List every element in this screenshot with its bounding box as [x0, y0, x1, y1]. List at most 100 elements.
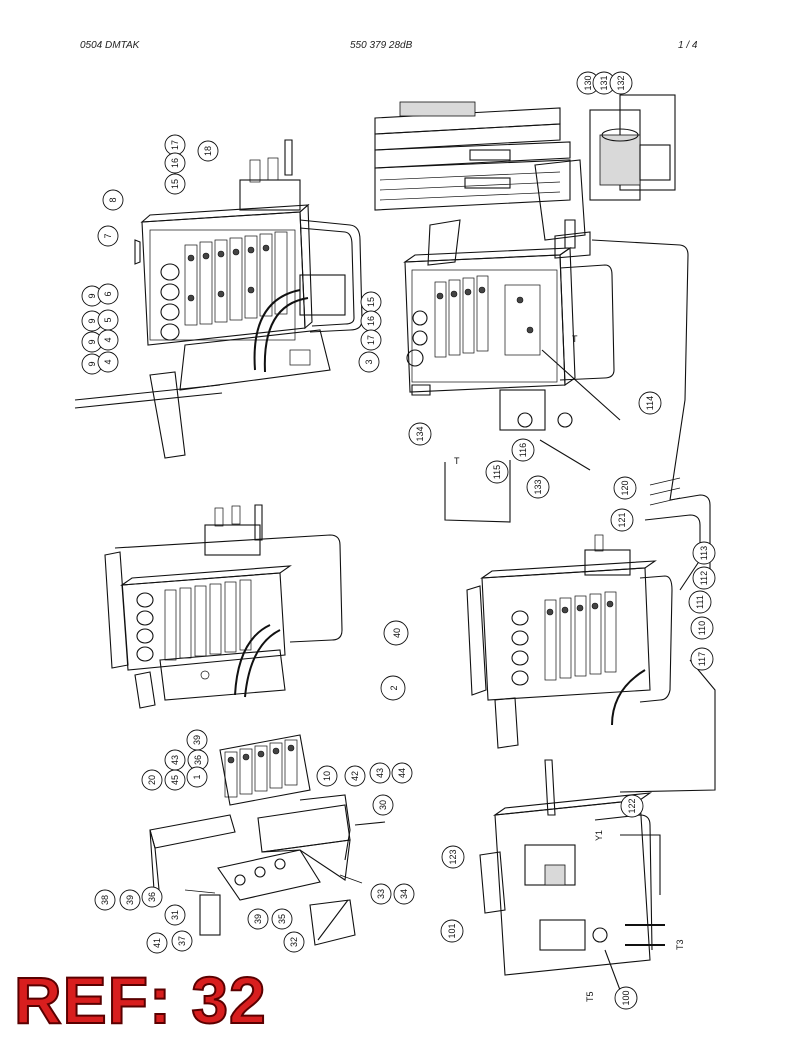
callout-number: 9 — [87, 361, 97, 366]
callout-balloon-32: 32 — [283, 931, 305, 953]
callout-balloon-112: 112 — [692, 566, 716, 590]
callout-circle — [197, 140, 219, 162]
mark-t1: T — [454, 456, 460, 466]
callout-circle — [440, 919, 464, 943]
assembly-valve-box-top-left — [74, 139, 363, 459]
callout-number: 110 — [697, 621, 707, 635]
callout-number: 43 — [170, 755, 180, 765]
callout-number: 134 — [415, 426, 425, 441]
callout-number: 2 — [389, 685, 399, 690]
callout-number: 121 — [617, 512, 627, 527]
assembly-beam-and-valve-box-top-right: T T — [374, 94, 689, 523]
callout-number: 131 — [599, 75, 609, 90]
assembly-valve-box-middle-right — [466, 477, 716, 793]
callout-balloon-15: 15 — [164, 173, 186, 195]
callout-circle — [164, 769, 186, 791]
callout-number: 39 — [253, 914, 263, 924]
callout-balloon-113: 113 — [692, 541, 716, 565]
callout-number: 4 — [103, 359, 113, 364]
callout-number: 31 — [170, 910, 180, 920]
callout-balloon-9: 9 — [81, 353, 103, 375]
callout-balloon-133: 133 — [526, 475, 550, 499]
callout-number: 18 — [203, 146, 213, 156]
callout-number: 9 — [87, 339, 97, 344]
callout-balloon-42: 42 — [344, 765, 366, 787]
callout-number: 15 — [170, 179, 180, 189]
callout-balloon-40: 40 — [383, 620, 409, 646]
callout-circle — [164, 904, 186, 926]
callout-balloon-39: 39 — [247, 908, 269, 930]
callout-circle — [119, 889, 141, 911]
callout-balloon-2: 2 — [380, 675, 406, 701]
callout-circle — [344, 765, 366, 787]
callout-number: 40 — [392, 628, 402, 638]
callout-balloon-101: 101 — [440, 919, 464, 943]
callout-circle — [360, 329, 382, 351]
callout-balloon-16: 16 — [360, 310, 382, 332]
callout-balloon-33: 33 — [370, 883, 392, 905]
callout-circle — [358, 351, 380, 373]
callout-circle — [102, 189, 124, 211]
callout-number: 39 — [125, 895, 135, 905]
callout-circle — [97, 351, 119, 373]
callout-number: 117 — [697, 652, 707, 666]
callout-balloon-100: 100 — [614, 986, 638, 1010]
callout-balloon-16: 16 — [164, 152, 186, 174]
callout-balloon-134: 134 — [408, 422, 432, 446]
callout-number: 111 — [695, 595, 705, 609]
callout-circle — [383, 620, 409, 646]
callout-circle — [186, 766, 208, 788]
callout-balloon-5: 5 — [97, 309, 119, 331]
callout-circle — [141, 886, 163, 908]
callout-number: 32 — [289, 937, 299, 947]
callout-number: 17 — [170, 140, 180, 150]
callout-number: 20 — [147, 775, 157, 785]
callout-balloon-132: 132 — [609, 71, 633, 95]
callout-balloon-1: 1 — [186, 766, 208, 788]
callout-circle — [511, 438, 535, 462]
callout-balloon-110: 110 — [690, 616, 714, 640]
callout-circle — [97, 329, 119, 351]
callout-balloon-17: 17 — [164, 134, 186, 156]
callout-circle — [690, 616, 714, 640]
callout-number: 101 — [447, 923, 457, 938]
callout-balloon-39: 39 — [186, 729, 208, 751]
callout-balloon-31: 31 — [164, 904, 186, 926]
callout-circle — [620, 794, 644, 818]
callout-circle — [171, 930, 193, 952]
callout-number: 100 — [621, 990, 631, 1005]
callout-circle — [690, 647, 714, 671]
callout-circle — [97, 283, 119, 305]
callout-number: 43 — [375, 768, 385, 778]
callout-number: 35 — [277, 914, 287, 924]
callout-balloon-43: 43 — [164, 749, 186, 771]
callout-number: 5 — [103, 317, 113, 322]
callout-number: 122 — [627, 798, 637, 813]
callout-circle — [247, 908, 269, 930]
callout-balloon-10: 10 — [316, 765, 338, 787]
callout-circle — [408, 422, 432, 446]
callout-number: 7 — [103, 233, 113, 238]
callout-circle — [271, 908, 293, 930]
assembly-valve-box-bottom-right: Y1 T3 T5 — [479, 759, 685, 1002]
mark-t3: T3 — [675, 939, 685, 950]
callout-number: 113 — [699, 546, 709, 560]
callout-balloon-45: 45 — [164, 769, 186, 791]
callout-number: 30 — [378, 800, 388, 810]
callout-balloon-34: 34 — [393, 883, 415, 905]
callout-balloon-44: 44 — [391, 762, 413, 784]
callout-number: 17 — [366, 335, 376, 345]
callout-number: 114 — [645, 396, 655, 410]
callout-number: 44 — [397, 768, 407, 778]
callout-number: 1 — [192, 774, 202, 779]
callout-balloon-17: 17 — [360, 329, 382, 351]
callout-number: 9 — [87, 318, 97, 323]
callout-number: 130 — [583, 75, 593, 90]
callout-circle — [614, 986, 638, 1010]
callout-balloon-35: 35 — [271, 908, 293, 930]
callout-balloon-3: 3 — [358, 351, 380, 373]
callout-number: 9 — [87, 293, 97, 298]
callout-circle — [391, 762, 413, 784]
callout-circle — [692, 566, 716, 590]
callout-balloon-7: 7 — [97, 225, 119, 247]
